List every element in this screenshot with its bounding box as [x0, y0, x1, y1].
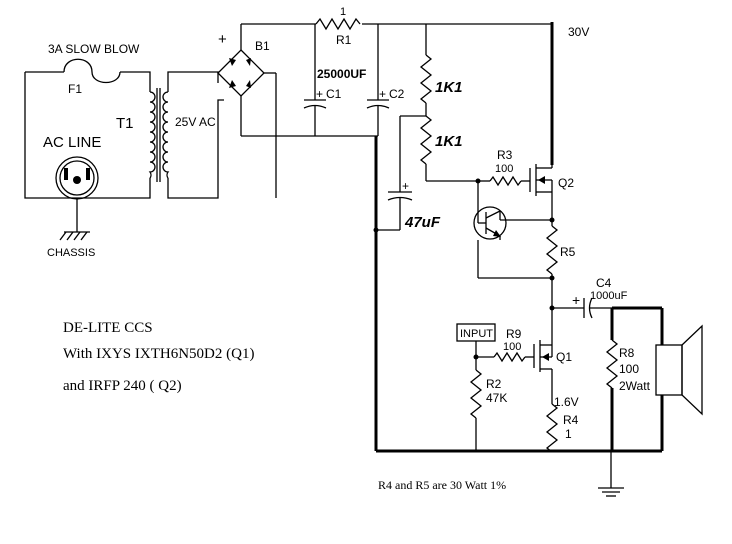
speaker-magnet — [655, 344, 683, 396]
secondary-voltage-label: 25V AC — [175, 115, 216, 129]
c1-plus-label: + — [316, 87, 323, 101]
resistor-r2 — [469, 369, 483, 419]
transformer-secondary-winding — [162, 91, 170, 179]
component-labels: 3A SLOW BLOW F1 T1 AC LINE CHASSIS 25V A… — [43, 6, 651, 441]
fuse-label: F1 — [68, 82, 82, 96]
capacitance-label: 25000UF — [317, 67, 366, 81]
q2-section — [475, 164, 553, 220]
filter-section — [241, 17, 554, 451]
chassis-label: CHASSIS — [47, 247, 95, 259]
primary-circuit — [24, 58, 224, 199]
r4-value-label: 1 — [565, 427, 572, 441]
transformer-label: T1 — [116, 115, 134, 132]
c2-label: C2 — [389, 87, 405, 101]
transformer-primary-winding — [148, 91, 156, 179]
c47-plus-label: + — [402, 179, 409, 193]
title-line-2: With IXYS IXTH6N50D2 (Q1) — [63, 346, 254, 362]
bridge-label: B1 — [255, 39, 270, 53]
ac-line-label: AC LINE — [43, 134, 101, 151]
c1-label: C1 — [326, 87, 342, 101]
r5-label: R5 — [560, 245, 576, 259]
capacitor-47uf-plate-bottom — [387, 196, 413, 201]
resistor-rating-note: R4 and R5 are 30 Watt 1% — [378, 478, 506, 492]
ac-line-plug — [55, 156, 99, 241]
voltage-label: 30V — [568, 25, 589, 39]
c2-plus-label: + — [379, 87, 386, 101]
q1-section — [456, 308, 559, 453]
resistor-r3 — [489, 175, 522, 187]
resistor-r9 — [493, 351, 526, 363]
r1-label: R1 — [336, 33, 352, 47]
output-section — [549, 297, 703, 451]
r1-value-label: 1 — [340, 6, 346, 18]
resistor-1k1-top — [419, 54, 433, 104]
ground-bus — [376, 449, 662, 497]
title-line-3: and IRFP 240 ( Q2) — [63, 378, 182, 394]
bias-divider — [373, 24, 478, 233]
r2-label: R2 — [486, 377, 502, 391]
bjt-section — [473, 181, 559, 308]
resistor-1k1-top-label: 1K1 — [435, 79, 463, 96]
r9-value-label: 100 — [503, 341, 521, 353]
c4-label: C4 — [596, 276, 612, 290]
c4-value-label: 1000uF — [590, 290, 628, 302]
speaker-cone — [681, 324, 703, 416]
capacitor-c1-plate-bottom — [303, 104, 327, 109]
r8-label: R8 — [619, 346, 635, 360]
input-label[interactable]: INPUT — [460, 328, 493, 340]
title-block: DE-LITE CCS With IXYS IXTH6N50D2 (Q1) an… — [63, 320, 506, 492]
capacitor-c4-plate-right — [588, 297, 593, 319]
bridge-plus-label: + — [218, 31, 227, 48]
source-voltage-label: 1.6V — [554, 395, 579, 409]
resistor-1k1-bottom-label: 1K1 — [435, 133, 463, 150]
resistor-r4 — [545, 403, 559, 453]
c4-plus-label: + — [572, 292, 580, 308]
title-line-1: DE-LITE CCS — [63, 320, 153, 336]
resistor-r1 — [315, 17, 361, 31]
q1-label: Q1 — [556, 350, 572, 364]
r8-value-label: 100 — [619, 362, 639, 376]
r3-label: R3 — [497, 148, 513, 162]
r8-power-label: 2Watt — [619, 379, 651, 393]
r9-label: R9 — [506, 327, 522, 341]
q2-label: Q2 — [558, 176, 574, 190]
fuse-f1 — [63, 58, 121, 84]
r4-label: R4 — [563, 413, 579, 427]
resistor-r5 — [545, 225, 559, 275]
fuse-rating-label: 3A SLOW BLOW — [48, 42, 140, 56]
r2-value-label: 47K — [486, 391, 507, 405]
c47-label: 47uF — [404, 214, 441, 231]
capacitor-c2-plate-bottom — [366, 104, 390, 109]
resistor-r8 — [605, 339, 619, 389]
bridge-rectifier-b1 — [217, 24, 378, 198]
resistor-1k1-bottom — [419, 115, 433, 165]
r3-value-label: 100 — [495, 163, 513, 175]
bjt-transistor — [473, 206, 507, 240]
